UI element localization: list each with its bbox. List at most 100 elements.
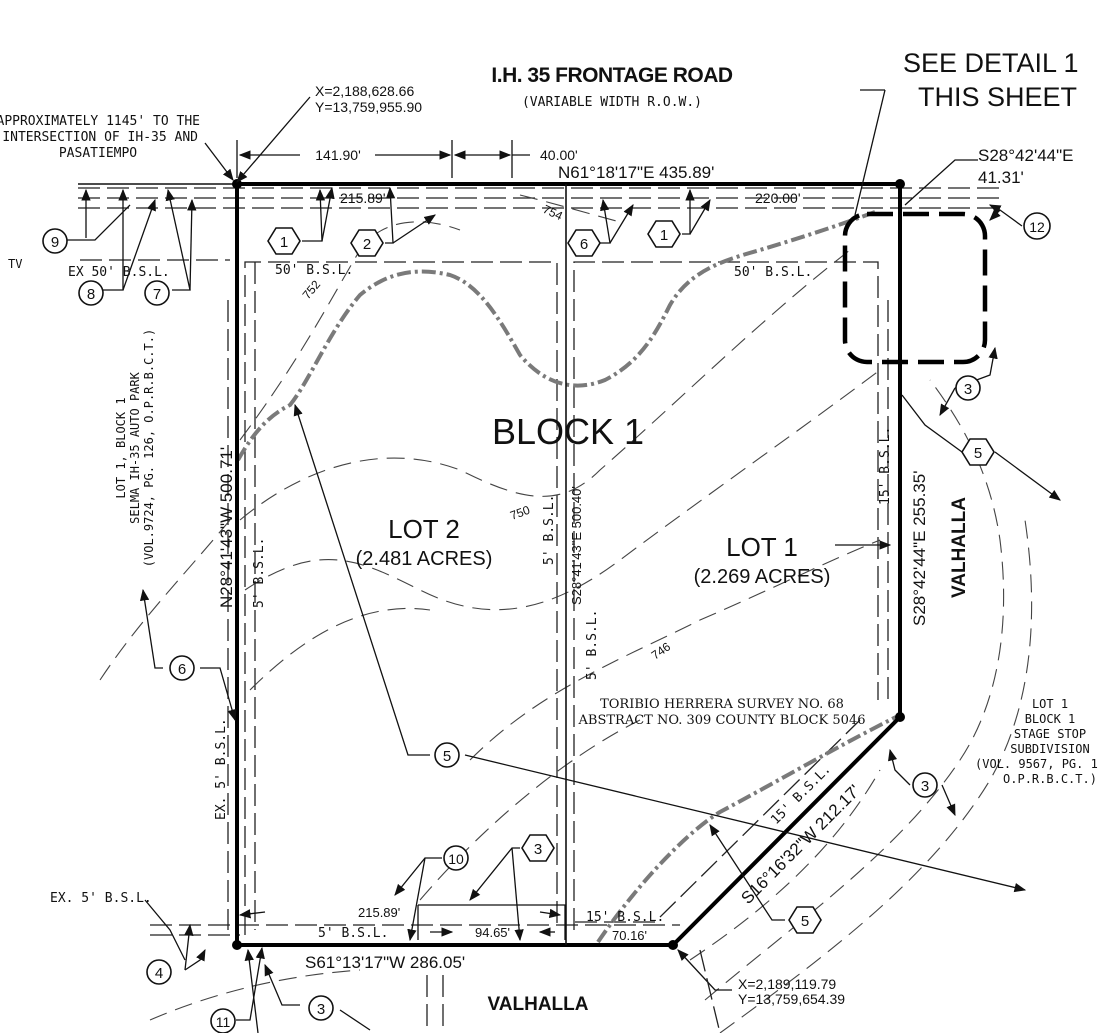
bsl-ex5-vertical: EX. 5' B.S.L. (214, 718, 229, 820)
svg-text:8: 8 (87, 286, 95, 303)
nw-coord-x: X=2,188,628.66 (315, 83, 414, 99)
tag-hex-5-south: 5 (788, 906, 822, 934)
property-boundary (235, 182, 902, 947)
lot2-acres: (2.481 ACRES) (356, 548, 493, 570)
bsl-west-5: 5' B.S.L. (252, 538, 267, 608)
corner-se-marker (668, 940, 678, 950)
detail-callout-box (842, 89, 988, 365)
corner-e-marker (895, 712, 905, 722)
svg-text:1: 1 (280, 234, 288, 251)
svg-text:5: 5 (801, 913, 809, 930)
tag-circle-9: 9 (42, 228, 68, 254)
svg-text:5: 5 (974, 445, 982, 462)
corner-ne-marker (895, 179, 905, 189)
bearing-middle: S28°41'43"E 500.40' (569, 486, 584, 605)
contour-label-754: 754 (541, 202, 565, 223)
tag-circle-12: 12 (1023, 212, 1051, 240)
bsl-top-lot2: 50' B.S.L. (275, 263, 353, 278)
survey-line2: ABSTRACT NO. 309 COUNTY BLOCK 5046 (578, 713, 866, 728)
bearing-ne-short: S28°42'44"E (978, 146, 1073, 165)
approx-note-line1: APPROXIMATELY 1145' TO THE (0, 114, 200, 129)
dim-40-00: 40.00' (540, 147, 578, 163)
east-lot-line4: SUBDIVISION (1010, 742, 1089, 756)
bearing-south: S61°13'17"W 286.05' (305, 953, 465, 972)
tag-hex-3-bottom: 3 (521, 834, 555, 862)
tag-circle-3-south: 3 (308, 995, 334, 1021)
tag-hex-1-lot2: 1 (267, 227, 301, 255)
street-south: VALHALLA (488, 994, 589, 1015)
svg-text:3: 3 (964, 381, 972, 398)
dim-94-65: 94.65' (475, 925, 510, 940)
svg-text:9: 9 (51, 234, 59, 251)
bearing-west: N28°41'43"W 500.71' (217, 447, 236, 608)
east-lot-line3: STAGE STOP (1014, 727, 1086, 741)
approx-note-line3: PASATIEMPO (59, 146, 137, 161)
svg-text:6: 6 (580, 236, 588, 253)
tag-circle-10: 10 (443, 845, 469, 871)
tag-circle-8: 8 (78, 280, 104, 306)
west-lot-line2: SELMA IH-35 AUTO PARK (128, 371, 142, 523)
survey-line1: TORIBIO HERRERA SURVEY NO. 68 (600, 697, 844, 712)
svg-text:3: 3 (534, 841, 542, 858)
approx-note-line2: INTERSECTION OF IH-35 AND (2, 130, 198, 145)
bearing-north: N61°18'17"E 435.89' (558, 163, 714, 182)
svg-text:6: 6 (178, 661, 186, 678)
tag-hex-6: 6 (567, 229, 601, 257)
tag-circle-4: 4 (146, 959, 172, 985)
frontage-row-lines (78, 183, 1000, 209)
tag-hex-1-lot1: 1 (647, 220, 681, 248)
contour-label-750: 750 (508, 503, 532, 523)
svg-text:4: 4 (155, 965, 163, 982)
east-lot-line2: BLOCK 1 (1025, 712, 1076, 726)
lot2-name: LOT 2 (388, 514, 460, 544)
sw-coord-x: X=2,189,119.79 (738, 976, 836, 992)
svg-text:3: 3 (921, 778, 929, 795)
bsl-east-15: 15' B.S.L. (878, 427, 893, 505)
tag-circle-7: 7 (144, 280, 170, 306)
dim-220-00: 220.00' (755, 190, 801, 206)
block-title: BLOCK 1 (492, 411, 644, 452)
east-lot-line1: LOT 1 (1032, 697, 1068, 711)
nw-coord-y: Y=13,759,955.90 (315, 99, 422, 115)
frontage-road-title: I.H. 35 FRONTAGE ROAD (491, 64, 732, 87)
bsl-top-lot1: 50' B.S.L. (734, 265, 812, 280)
bearing-east: S28°42'44"E 255.35' (910, 471, 929, 626)
bsl-ex50: EX 50' B.S.L. (68, 265, 170, 280)
tree-line (236, 210, 897, 944)
sw-coord-y: Y=13,759,654.39 (738, 991, 845, 1007)
svg-text:5: 5 (443, 748, 451, 765)
svg-text:12: 12 (1029, 219, 1045, 235)
contour-label-752: 752 (300, 277, 324, 302)
tag-circle-3-southeast: 3 (912, 772, 938, 798)
svg-text:2: 2 (363, 236, 371, 253)
east-lot-line6: O.P.R.B.C.T.) (1003, 772, 1097, 786)
east-lot-line5: (VOL. 9567, PG. 1 (975, 757, 1098, 771)
svg-text:11: 11 (216, 1014, 231, 1030)
west-lot-line1: LOT 1, BLOCK 1 (114, 397, 128, 498)
dim-141-90: 141.90' (315, 147, 361, 163)
bsl-south-15: 15' B.S.L. (586, 910, 664, 925)
dim-70-16: 70.16' (612, 928, 647, 943)
tag-circle-11: 11 (210, 1008, 236, 1033)
corner-nw-marker (232, 179, 242, 189)
bearing-ne-short-length: 41.31' (978, 168, 1024, 187)
lot1-name: LOT 1 (726, 532, 798, 562)
dimension-lines-top (236, 140, 530, 178)
svg-text:10: 10 (448, 851, 464, 867)
dim-215-89-top: 215.89' (340, 190, 386, 206)
tag-circle-6-west: 6 (169, 655, 195, 681)
see-detail-line1: SEE DETAIL 1 (903, 48, 1079, 78)
bsl-south-5: 5' B.S.L. (318, 926, 388, 941)
tv-label: TV (8, 257, 22, 271)
tag-hex-5-east: 5 (961, 438, 995, 466)
tag-circle-5-west: 5 (434, 742, 460, 768)
bsl-middle-5b: 5' B.S.L. (585, 610, 600, 680)
street-east: VALHALLA (949, 497, 970, 598)
lot1-acres: (2.269 ACRES) (694, 566, 831, 588)
tag-hex-2: 2 (350, 229, 384, 257)
dim-215-89-bottom: 215.89' (358, 905, 400, 920)
corner-sw-marker (232, 940, 242, 950)
frontage-road-width: (VARIABLE WIDTH R.O.W.) (522, 95, 702, 110)
svg-text:7: 7 (153, 286, 161, 303)
